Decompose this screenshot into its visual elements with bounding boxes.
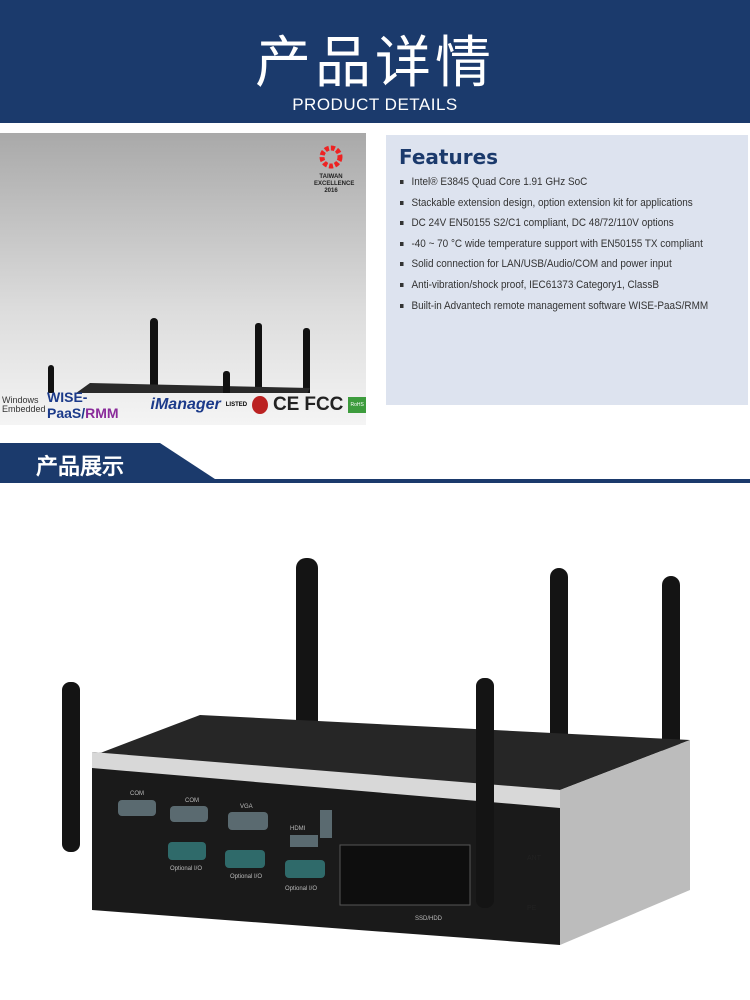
- features-panel: Features Intel® E3845 Quad Core 1.91 GHz…: [386, 135, 748, 405]
- antenna: [62, 682, 80, 852]
- ul-listed-logo: LISTED: [225, 402, 248, 408]
- features-title: Features: [399, 145, 499, 169]
- windows-embedded-logo: Windows Embedded: [2, 395, 46, 414]
- rohs-logo: RoHS: [348, 397, 366, 413]
- certification-logos: Windows Embedded WISE-PaaS/RMM iManager …: [0, 385, 366, 425]
- port-label: Optional I/O: [285, 886, 317, 892]
- antenna: [150, 318, 158, 413]
- port-label: Optional I/O: [170, 866, 202, 872]
- award-logo-icon: [319, 145, 343, 169]
- product-thumbnail: TAIWAN EXCELLENCE 2016 Windows Embedded …: [0, 133, 366, 468]
- port-label: VGA: [240, 804, 253, 810]
- antenna: [550, 568, 568, 768]
- antenna: [255, 323, 262, 408]
- port-label: Optional I/O: [230, 874, 262, 880]
- port-label: PE: [527, 905, 537, 912]
- feature-item: Built-in Advantech remote management sof…: [400, 296, 708, 317]
- device-small-image: [48, 318, 310, 468]
- product-main-image: COM COM VGA HDMI Optional I/O Optional I…: [0, 490, 750, 995]
- port-label: SSD/HDD: [415, 916, 443, 922]
- page-subtitle: PRODUCT DETAILS: [292, 95, 458, 114]
- port-label: HDMI: [290, 826, 306, 832]
- port-label: COM: [130, 791, 144, 797]
- antenna: [296, 558, 318, 738]
- wise-paas-logo: WISE-PaaS/RMM: [47, 389, 119, 421]
- feature-item: DC 24V EN50155 S2/C1 compliant, DC 48/72…: [400, 213, 708, 234]
- feature-item: Solid connection for LAN/USB/Audio/COM a…: [400, 254, 708, 275]
- ce-logo: CE: [272, 394, 300, 415]
- port-label: COM: [185, 798, 199, 804]
- section-header: 产品展示: [0, 443, 750, 483]
- features-list: Intel® E3845 Quad Core 1.91 GHz SoC Stac…: [400, 172, 750, 316]
- fcc-logo: FCC: [304, 394, 344, 415]
- page-title: 产品详情: [255, 31, 495, 96]
- antenna: [476, 678, 494, 908]
- feature-item: -40 ~ 70 °C wide temperature support wit…: [400, 234, 708, 255]
- feature-item: Anti-vibration/shock proof, IEC61373 Cat…: [400, 275, 708, 296]
- no-fan-icon: [252, 396, 268, 414]
- antenna: [303, 328, 310, 423]
- taiwan-excellence-award: TAIWAN EXCELLENCE 2016: [314, 145, 354, 195]
- feature-item: Intel® E3845 Quad Core 1.91 GHz SoC: [400, 172, 708, 193]
- section-divider: [0, 479, 750, 483]
- section-title: 产品展示: [36, 455, 125, 480]
- port-label: ANT: [527, 855, 542, 862]
- imanager-logo: iManager: [150, 396, 221, 413]
- antenna: [662, 576, 680, 776]
- feature-item: Stackable extension design, option exten…: [400, 193, 708, 214]
- page-header: 产品详情 PRODUCT DETAILS: [0, 0, 750, 123]
